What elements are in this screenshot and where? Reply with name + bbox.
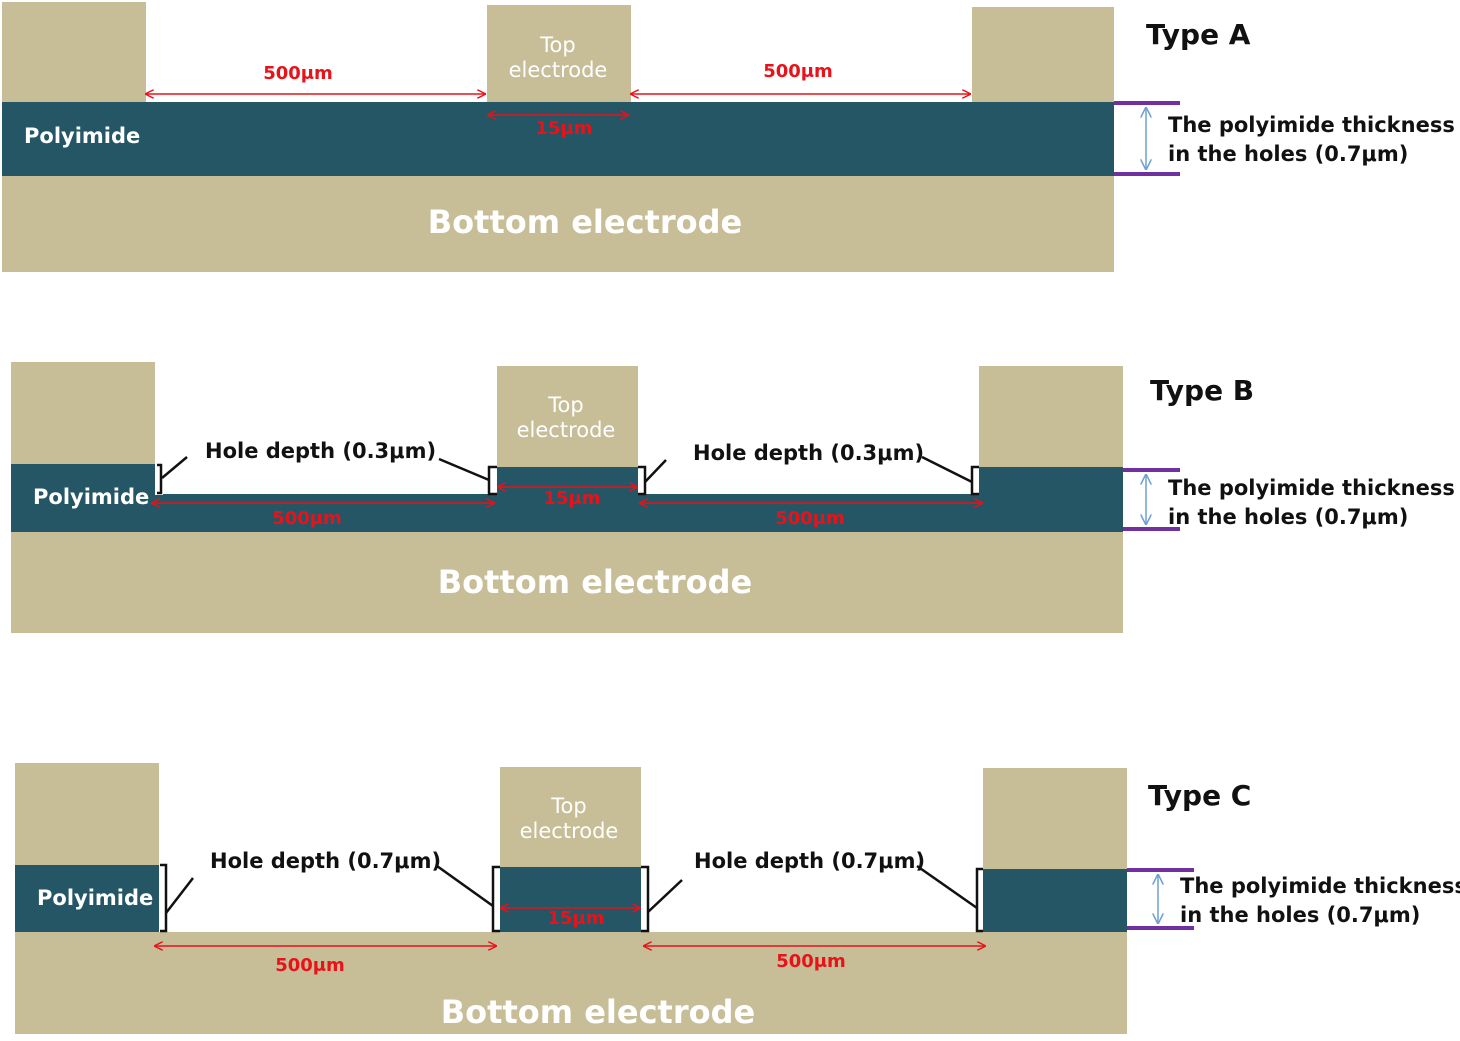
electrode-width-label: 15μm xyxy=(547,908,604,929)
polyimide-left-pad xyxy=(15,865,159,932)
top-electrode-label-line1: Top xyxy=(550,794,586,818)
gap-label-right: 500μm xyxy=(776,951,846,972)
polyimide-right-pad xyxy=(979,467,1123,494)
gap-label-left: 500μm xyxy=(263,63,333,84)
panel-type-a: Top electrode 500μm 500μm 15μm Polyimide… xyxy=(2,2,1455,272)
top-electrode-label-line2: electrode xyxy=(517,418,616,442)
polyimide-left-pad xyxy=(11,464,155,494)
hole-leader-center-right xyxy=(647,879,683,913)
thickness-label-line2: in the holes (0.7μm) xyxy=(1168,505,1408,529)
hole-bracket-center-left xyxy=(491,865,500,933)
bottom-electrode-label: Bottom electrode xyxy=(428,203,742,241)
hole-leader-center xyxy=(436,864,494,908)
top-electrode-left xyxy=(15,763,159,865)
type-label: Type C xyxy=(1148,779,1251,812)
bottom-electrode-label: Bottom electrode xyxy=(441,993,755,1031)
bottom-electrode xyxy=(11,532,1123,633)
hole-bracket-center-right xyxy=(641,865,650,933)
top-electrode-label-line1: Top xyxy=(539,33,575,57)
hole-leader-left xyxy=(165,877,194,914)
thickness-label-line1: The polyimide thickness xyxy=(1168,476,1455,500)
hole-leader-right xyxy=(921,455,973,484)
top-electrode-left xyxy=(2,2,146,102)
hole-depth-label-left: Hole depth (0.7μm) xyxy=(210,849,441,873)
thickness-label-line1: The polyimide thickness xyxy=(1180,874,1460,898)
panel-type-c: Top electrode Hole depth (0.7μm) Hole de… xyxy=(15,763,1460,1034)
top-electrode-right xyxy=(972,7,1114,102)
hole-leader-center-right xyxy=(644,459,667,483)
gap-label-right: 500μm xyxy=(775,508,845,529)
type-label: Type B xyxy=(1150,374,1254,407)
thickness-label-line1: The polyimide thickness xyxy=(1168,113,1455,137)
polyimide-label: Polyimide xyxy=(37,886,153,910)
hole-leader-left xyxy=(161,456,188,479)
thickness-label-line2: in the holes (0.7μm) xyxy=(1180,903,1420,927)
polyimide-right-pad xyxy=(983,869,1127,932)
bottom-electrode-label: Bottom electrode xyxy=(438,563,752,601)
polyimide-label: Polyimide xyxy=(33,485,149,509)
hole-bracket-right xyxy=(970,465,979,496)
thickness-label-line2: in the holes (0.7μm) xyxy=(1168,142,1408,166)
hole-leader-center xyxy=(438,457,490,482)
hole-bracket-left-outline xyxy=(157,463,163,495)
hole-bracket-left xyxy=(160,863,168,933)
panel-type-b: Top electrode Hole depth (0.3μm) Hole de… xyxy=(11,362,1455,633)
top-electrode-label-line2: electrode xyxy=(520,819,619,843)
hole-depth-label-right: Hole depth (0.3μm) xyxy=(693,441,924,465)
top-electrode-left xyxy=(11,362,155,464)
top-electrode-center xyxy=(497,366,638,467)
gap-label-left: 500μm xyxy=(275,955,345,976)
hole-depth-label-left: Hole depth (0.3μm) xyxy=(205,439,436,463)
top-electrode-label-line1: Top xyxy=(547,393,583,417)
polyimide-label: Polyimide xyxy=(24,124,140,148)
top-electrode-center xyxy=(487,5,631,102)
top-electrode-center xyxy=(500,767,641,867)
polyimide-layer xyxy=(2,102,1114,176)
hole-leader-right xyxy=(916,864,978,910)
hole-depth-label-right: Hole depth (0.7μm) xyxy=(694,849,925,873)
gap-label-left: 500μm xyxy=(272,508,342,529)
hole-bracket-center-left xyxy=(487,465,497,496)
gap-label-right: 500μm xyxy=(763,61,833,82)
top-electrode-label-line2: electrode xyxy=(509,58,608,82)
electrode-width-label: 15μm xyxy=(543,488,600,509)
type-label: Type A xyxy=(1146,18,1251,51)
bottom-electrode xyxy=(2,176,1114,272)
top-electrode-right xyxy=(979,366,1123,467)
hole-bracket-right xyxy=(975,867,983,933)
hole-bracket-center-right xyxy=(638,465,647,496)
polyimide-center-pad xyxy=(500,867,641,932)
top-electrode-right xyxy=(983,768,1127,869)
electrode-width-label: 15μm xyxy=(535,118,592,139)
